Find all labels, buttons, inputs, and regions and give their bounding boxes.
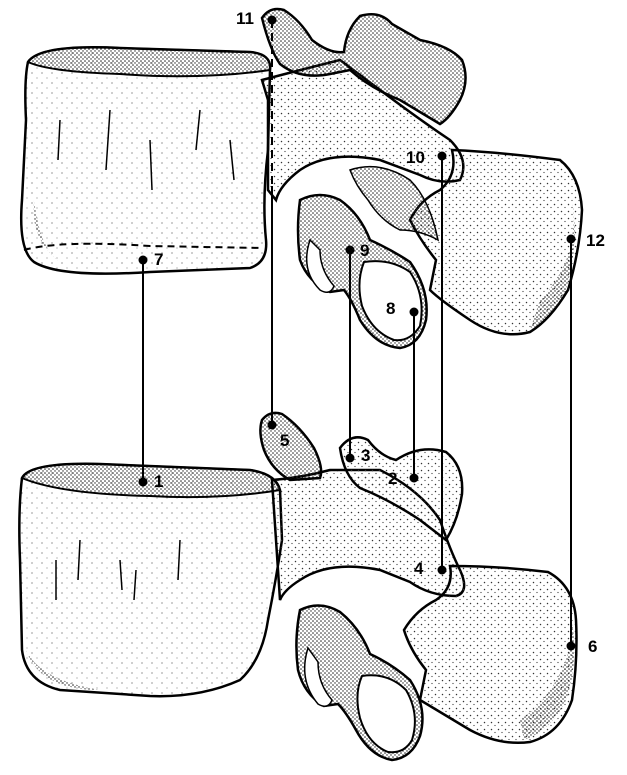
label-1: 1 (154, 472, 163, 491)
label-3: 3 (361, 446, 370, 465)
lower-vertebral-body (19, 464, 282, 696)
label-10: 10 (406, 148, 425, 167)
label-11: 11 (236, 9, 254, 28)
upper-vertebral-body (21, 47, 270, 273)
label-5: 5 (280, 431, 289, 450)
label-9: 9 (360, 241, 369, 260)
label-12: 12 (586, 231, 605, 250)
label-7: 7 (154, 250, 163, 269)
label-6: 6 (588, 637, 597, 656)
label-2: 2 (388, 469, 397, 488)
label-4: 4 (414, 559, 424, 578)
upper-vertebra (21, 9, 582, 348)
label-8: 8 (386, 299, 395, 318)
lower-vertebra (19, 413, 576, 760)
